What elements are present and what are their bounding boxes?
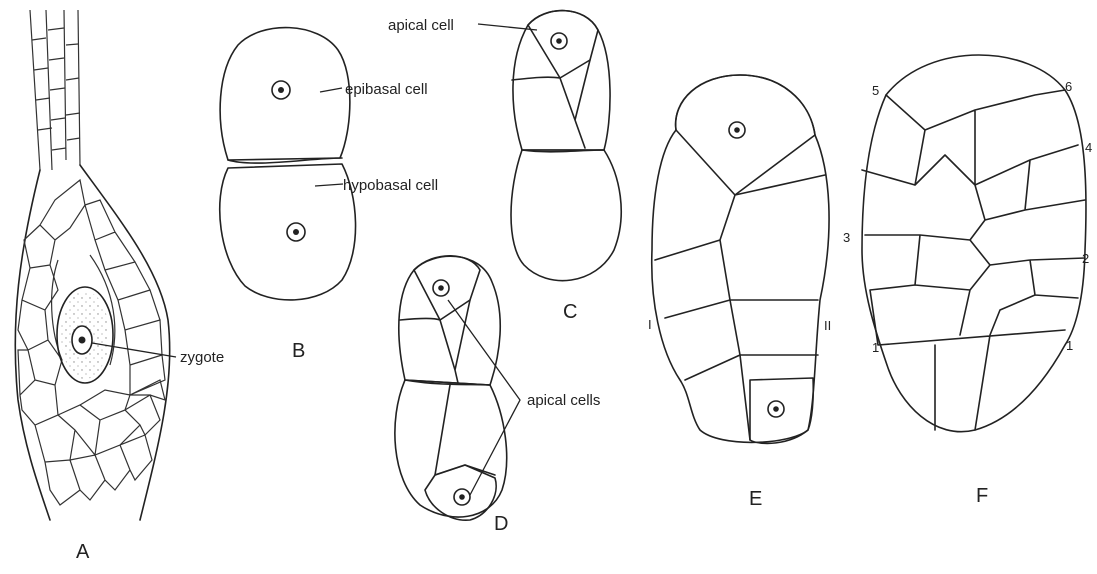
panel-d-letter: D bbox=[494, 513, 508, 535]
panel-f-embryo: 5 6 4 3 2 1 1 F bbox=[843, 55, 1092, 507]
marker-4: 4 bbox=[1085, 140, 1092, 155]
marker-5: 5 bbox=[872, 83, 879, 98]
panel-a-archegonium: zygote A bbox=[15, 10, 224, 563]
apical-cell-label: apical cell bbox=[388, 17, 454, 34]
panel-a-letter: A bbox=[76, 541, 90, 563]
apical-cells-label: apical cells bbox=[527, 392, 600, 409]
marker-i: I bbox=[648, 317, 652, 332]
marker-1-right: 1 bbox=[1066, 338, 1073, 353]
marker-3: 3 bbox=[843, 230, 850, 245]
apical-cell-e-top bbox=[676, 75, 815, 195]
hypobasal-label: hypobasal cell bbox=[343, 177, 438, 194]
panel-c-embryo: apical cell C bbox=[388, 11, 621, 323]
zygote-label: zygote bbox=[180, 349, 224, 366]
panel-b-two-cell: epibasal cell hypobasal cell B bbox=[220, 28, 438, 362]
marker-1-left: 1 bbox=[872, 340, 879, 355]
marker-2: 2 bbox=[1082, 251, 1089, 266]
panel-d-embryo: apical cells D bbox=[395, 256, 601, 535]
panel-e-letter: E bbox=[749, 488, 762, 510]
marker-ii: II bbox=[824, 318, 831, 333]
epibasal-label: epibasal cell bbox=[345, 81, 428, 98]
panel-f-letter: F bbox=[976, 485, 988, 507]
panel-c-letter: C bbox=[563, 301, 577, 323]
panel-b-letter: B bbox=[292, 340, 305, 362]
panel-e-embryo: I II E bbox=[648, 75, 831, 510]
marker-6: 6 bbox=[1065, 79, 1072, 94]
